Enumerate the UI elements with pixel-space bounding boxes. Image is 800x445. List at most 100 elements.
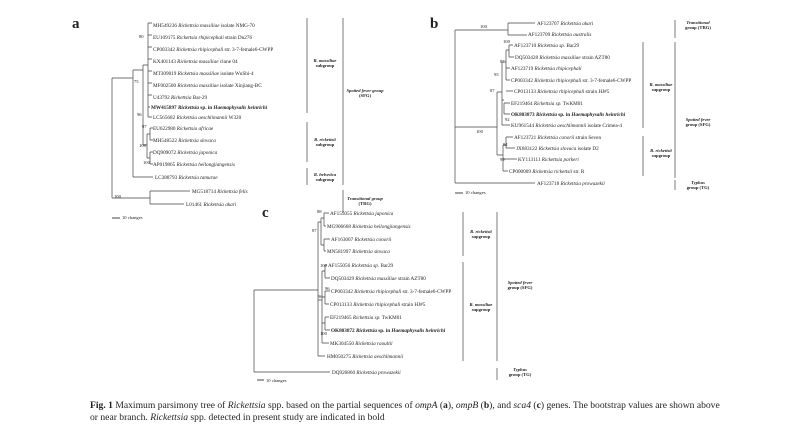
species-name: Rickettsia rhipicephali — [176, 35, 224, 41]
group-subtitle: group (SFG) — [507, 285, 533, 291]
tree-leaf: AF123718 Rickettsia prowazekii — [537, 181, 605, 187]
species-name: Rickettsia — [535, 112, 557, 118]
bootstrap-value: 100 — [480, 24, 487, 29]
caption-text: Maximum parsimony tree of — [112, 400, 228, 411]
host-name: Haemaphysalis heinrichi — [213, 105, 268, 111]
species-name: Rickettsia rhipicephali — [353, 302, 401, 308]
caption-text: spp. based on the partial sequences of — [265, 400, 416, 411]
accession-number: MH549236 — [153, 23, 177, 29]
tree-leaf: DQ926860 Rickettsia prowazekii — [332, 370, 401, 376]
species-name: Rickettsia aeschlimannii — [352, 354, 404, 360]
tree-leaf: DQ503429 Rickettsia massiliae strain AZT… — [331, 276, 426, 282]
bootstrap-value: 97 — [142, 124, 147, 129]
bootstrap-value: 94 — [503, 142, 508, 147]
host-name: Haemaphysalis heinrichi — [571, 112, 626, 118]
accession-number: LC565682 — [153, 115, 176, 121]
scale-bar-label: 10 changes — [122, 215, 143, 220]
accession-number: L01461 — [186, 202, 203, 208]
tree-leaf: KU961544 Rickettsia aeschlimannii isolat… — [511, 123, 622, 129]
group-name: R. helvetica — [313, 172, 337, 177]
tree-leaf: AF123721 Rickettsia conorii strain Seven — [514, 135, 601, 141]
caption-text: spp. detected in present study are indic… — [188, 412, 385, 423]
species-name: Rickettsia japonica — [353, 211, 394, 217]
figure-caption: Fig. 1 Maximum parsimony tree of Rickett… — [90, 400, 730, 424]
strain-label: TwKM01 — [381, 315, 402, 321]
strain-label: strain AZT80 — [398, 276, 426, 282]
strain-label: sp. in — [378, 328, 391, 334]
accession-number: CP003342 — [331, 289, 353, 295]
accession-number: MG518714 — [192, 189, 216, 195]
tree-leaf: CP000009 Rickettsia rickettsii str. R — [509, 169, 584, 175]
species-name: Rickettsia sp. — [351, 263, 380, 269]
species-name: Rickettsia massiliae — [539, 55, 581, 61]
caption-text: ), — [447, 400, 456, 411]
strain-label: strain HJ#5 — [401, 302, 426, 308]
tree-leaf: MK304550 Rickettsia raoultii — [330, 341, 393, 347]
tree-leaf: EU109175 Rickettsia rhipicephali strain … — [153, 35, 252, 41]
accession-number: EU109175 — [153, 35, 176, 41]
species-name: Rickettsia massiliae — [177, 83, 219, 89]
strain-label: strain AZT80 — [582, 55, 610, 61]
accession-number: CP013133 — [330, 302, 352, 308]
caption-text: ( — [437, 400, 444, 411]
tree-leaf: CP013133 Rickettsia rhipicephali strain … — [514, 89, 609, 95]
species-name: Rickettsia prowazekii — [356, 370, 401, 376]
species-name: Rickettsia rhipicephali — [534, 66, 582, 72]
strain-label: str. R — [573, 169, 585, 175]
species-name: Rickettsia rhipicephali — [176, 47, 224, 53]
strain-label: strain HJ#5 — [585, 89, 610, 95]
panel-letter: a — [72, 16, 80, 32]
bootstrap-value: 100 — [139, 143, 146, 148]
panel-letter: c — [262, 205, 269, 221]
tree-leaf: MN581997 Rickettsia slovaca — [327, 249, 390, 255]
group-subtitle: group (TRG) — [685, 25, 711, 31]
group-name: Spotted fever — [685, 117, 711, 122]
strain-label: isolate Crimea-4 — [587, 123, 622, 129]
strain-label: clone 04 — [219, 59, 238, 65]
group-subtitle: supgroup — [471, 234, 491, 240]
group-label: Spotted fever group(SFG) — [345, 88, 385, 99]
accession-number: EF219464 — [511, 101, 533, 107]
accession-number: CP013133 — [514, 89, 536, 95]
accession-number: KY113111 — [518, 157, 541, 163]
strain-label: sp. in — [200, 105, 213, 111]
species-name: Rickettsia rickettsii — [532, 169, 573, 175]
tree-b-branches — [454, 20, 676, 194]
tree-leaf: AF123719 Rickettsia rhipicephali — [511, 66, 582, 72]
caption-text: a — [443, 400, 448, 411]
tree-a-branches — [111, 18, 344, 219]
accession-number: U43792 — [153, 95, 170, 101]
species-name: Rickettsia rhipicephali — [537, 89, 585, 95]
caption-text: c — [536, 400, 541, 411]
tree-leaf: AF123707 Rickettsia akari — [537, 21, 593, 27]
bootstrap-value: 96 — [325, 286, 330, 291]
accession-number: EF219465 — [330, 315, 352, 321]
tree-leaf: MW415897 Rickettsia sp. in Haemaphysalis… — [151, 105, 267, 111]
accession-number: OK803873 — [511, 112, 535, 118]
accession-number: MW415897 — [151, 105, 177, 111]
bootstrap-value: 92 — [505, 117, 510, 122]
accession-number: AF123719 — [511, 66, 534, 72]
species-name: Rickettsia africae — [176, 126, 214, 132]
tree-leaf: JX683122 Rickettsia slovaca isolate D2 — [516, 146, 599, 152]
group-subtitle: subgroup — [315, 142, 335, 148]
species-name: Rickettsia aeschlimannii — [176, 115, 228, 121]
accession-number: AF155056 — [328, 263, 351, 269]
species-name: Rickettsia sp. — [537, 43, 566, 49]
tree-leaf: CP003342 Rickettsia rhipicephali str. 3-… — [331, 289, 451, 295]
group-name: R. rickettsii — [470, 229, 492, 234]
tree-leaf: AF155055 Rickettsia japonica — [330, 211, 393, 217]
accession-number: MG906668 — [327, 224, 351, 230]
species-name: Rickettsia heilongjiangensis — [176, 162, 235, 168]
strain-label: str. 3-7-female6-CWPP — [402, 289, 452, 295]
bootstrap-value: 95 — [494, 72, 499, 77]
caption-text: sca4 — [513, 400, 532, 411]
group-name: R. massiliae — [649, 82, 673, 87]
group-name: Typhus — [513, 367, 527, 372]
strain-label: str. 3-7-female6-CWPP — [582, 78, 632, 84]
